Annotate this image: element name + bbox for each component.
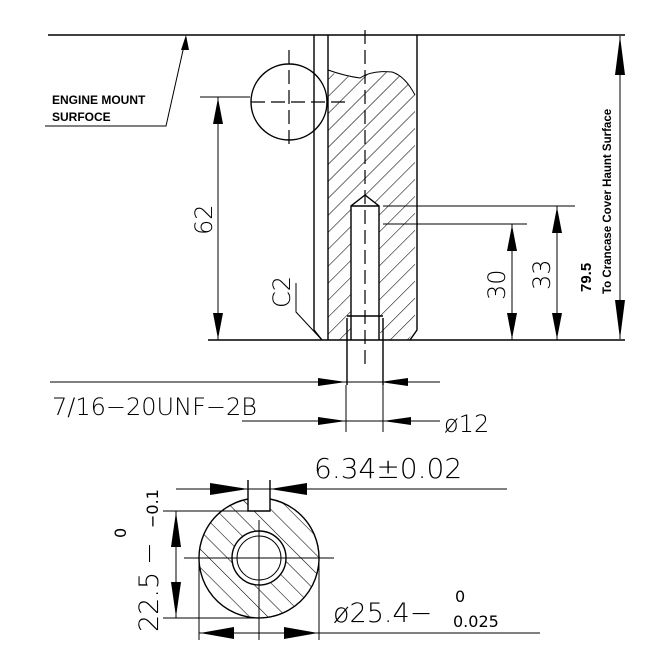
thread-label: 7/16−20UNF−2B (52, 393, 257, 421)
dim-62-arrows (213, 98, 223, 339)
shaft-tol-upper: 0 (455, 587, 465, 606)
dim-30-label: 30 (483, 269, 511, 300)
break-line (327, 69, 416, 96)
crankcase-dim-label: To Crancase Cover Haunt Surface (602, 109, 614, 294)
hatched-section (328, 71, 415, 340)
bore-dim-arrows (318, 417, 411, 425)
flat-height-label: 22.5 (134, 572, 165, 632)
dim-33-label: 33 (528, 259, 556, 290)
dim-30-arrows (507, 225, 517, 339)
dia-dim-arrows (200, 627, 318, 639)
chamfer-label: C2 (268, 276, 296, 308)
bore-label: ø12 (444, 410, 489, 438)
cross-section-view: 6.34±0.02 22.5 − 0 −0.1 ø25.4− 0 0.025 (111, 452, 540, 640)
flat-tol-upper: 0 (111, 528, 130, 538)
shaft-dia-label: ø25.4− (333, 598, 432, 629)
crankcase-dim-value: 79.5 (578, 263, 595, 292)
key-width-label: 6.34±0.02 (314, 452, 462, 485)
thread-dim-arrows (318, 378, 408, 386)
engine-mount-leader (45, 36, 187, 127)
side-view: ENGINE MOUNT SURFOCE 62 C2 30 33 79.5 To… (45, 30, 625, 438)
flat-dim-arrows (171, 512, 181, 617)
shaft-tol-lower: 0.025 (453, 612, 499, 631)
engine-mount-label-2: SURFOCE (52, 110, 111, 124)
leader-arrow-icon (181, 35, 189, 50)
hole-extension-lines (346, 318, 384, 385)
chamfer-leader (295, 283, 323, 341)
key-dim-arrows (210, 483, 307, 495)
flat-tol-lower: −0.1 (143, 489, 162, 528)
engine-mount-label: ENGINE MOUNT (52, 93, 146, 107)
flat-tol-sep: − (134, 542, 165, 565)
dim-62-label: 62 (190, 204, 218, 235)
